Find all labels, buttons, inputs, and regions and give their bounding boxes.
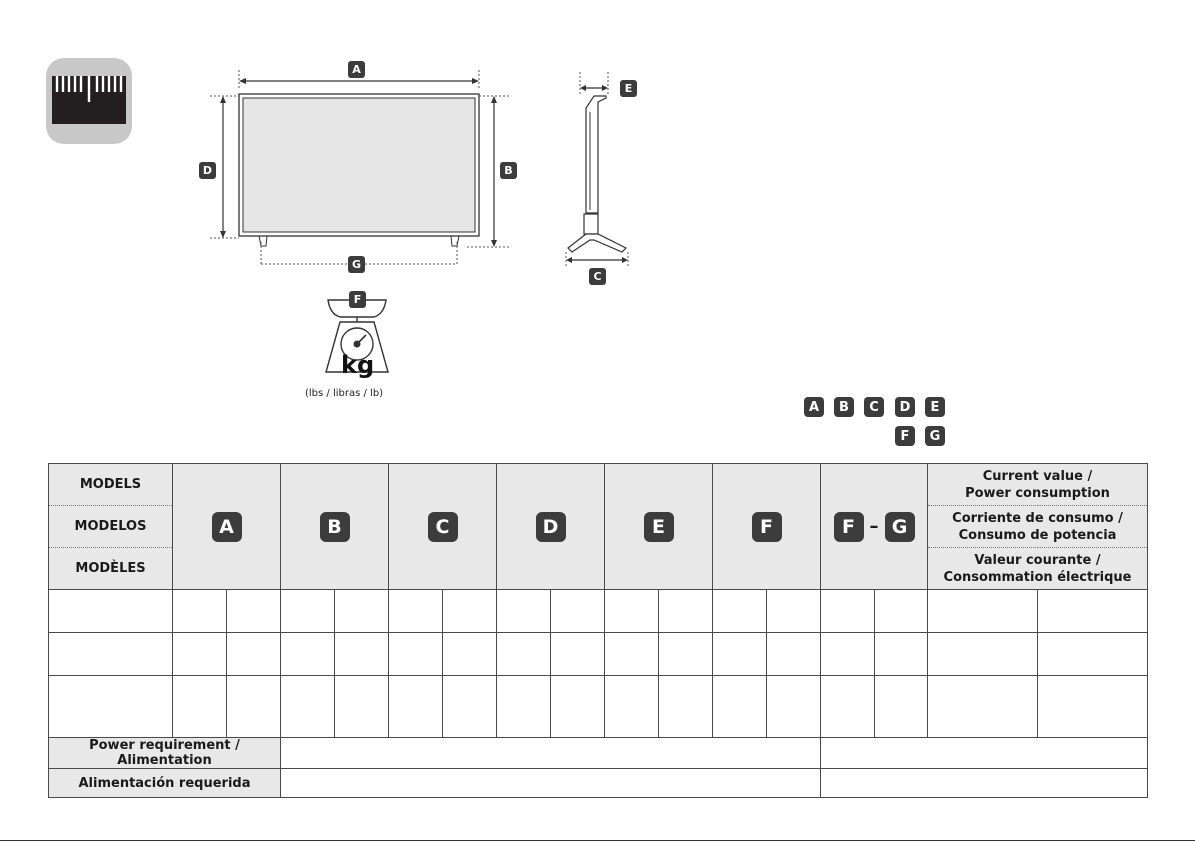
tv-front-diagram (205, 60, 525, 270)
dim-badge-e: E (620, 80, 637, 97)
power-es-line1: Corriente de consumo / (952, 510, 1123, 526)
key-badge-e: E (925, 397, 945, 417)
power-requirement-value-2 (819, 737, 1149, 769)
dim-badge-d: D (199, 162, 216, 179)
col-header-a: A (172, 463, 281, 590)
col-header-b: B (280, 463, 389, 590)
power-fr-line2: Consommation électrique (943, 569, 1132, 585)
dim-badge-f: F (349, 291, 366, 308)
col-badge-e: E (643, 511, 674, 542)
table-row (48, 675, 1149, 738)
power-header-es: Corriente de consumo / Consumo de potenc… (926, 505, 1149, 548)
key-badge-b: B (834, 397, 854, 417)
dim-badge-g: G (348, 256, 365, 273)
table-row (48, 589, 1149, 633)
power-es-line2: Consumo de potencia (958, 527, 1117, 543)
key-badge-f: F (895, 426, 915, 446)
power-en-line1: Current value / (982, 468, 1093, 484)
weight-scale-icon (322, 290, 392, 386)
col-badge-f: F (751, 511, 782, 542)
power-header-en: Current value / Power consumption (926, 463, 1149, 506)
table-cell (48, 632, 173, 676)
key-badge-d: D (895, 397, 915, 417)
key-badge-c: C (864, 397, 884, 417)
key-badge-g: G (925, 426, 945, 446)
fg-dash: – (869, 516, 879, 537)
power-requirement-label: Power requirement / Alimentation (48, 737, 281, 769)
col-badge-fg-right: G (884, 511, 915, 542)
ruler-icon (46, 58, 132, 144)
power-fr-line1: Valeur courante / (974, 552, 1101, 568)
weight-unit: kg (341, 351, 375, 379)
alimentacion-value-2 (819, 768, 1149, 798)
col-badge-a: A (211, 511, 242, 542)
table-cell (48, 675, 173, 738)
tv-side-diagram (560, 68, 640, 278)
col-header-c: C (388, 463, 497, 590)
col-header-d: D (496, 463, 605, 590)
models-label-es: MODELOS (48, 505, 173, 548)
dim-badge-c: C (589, 268, 606, 285)
col-badge-b: B (319, 511, 350, 542)
dim-badge-b: B (500, 162, 517, 179)
alimentacion-value (280, 768, 821, 798)
power-requirement-value (280, 737, 821, 769)
dim-badge-a: A (348, 61, 365, 78)
table-cell (48, 589, 173, 633)
col-badge-fg-left: F (833, 511, 864, 542)
col-header-f: F (712, 463, 821, 590)
bottom-rule (0, 840, 1195, 841)
col-header-fg: F – G (820, 463, 928, 590)
alimentacion-label: Alimentación requerida (48, 768, 281, 798)
models-label-en: MODELS (48, 463, 173, 506)
power-header-fr: Valeur courante / Consommation électriqu… (926, 547, 1149, 590)
models-label-fr: MODÈLES (48, 547, 173, 590)
power-en-line2: Power consumption (965, 485, 1110, 501)
key-badge-a: A (804, 397, 824, 417)
table-row (48, 632, 1149, 676)
weight-caption: (lbs / libras / lb) (305, 388, 384, 399)
col-header-e: E (604, 463, 713, 590)
col-badge-d: D (535, 511, 566, 542)
spec-table: MODELS A B C D E F F – G Current value /… (48, 463, 1149, 798)
col-badge-c: C (427, 511, 458, 542)
